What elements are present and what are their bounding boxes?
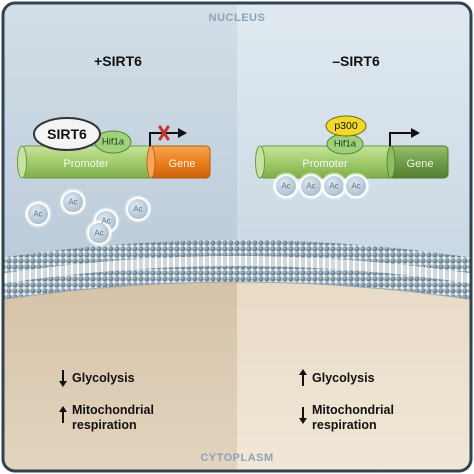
ac-label: Ac: [33, 209, 43, 219]
ac-label: Ac: [351, 181, 361, 191]
membrane-tails: [3, 256, 471, 284]
left-hif1a-label: Hif1a: [101, 136, 125, 148]
ac-label: Ac: [281, 181, 291, 191]
ac-label: Ac: [94, 228, 104, 238]
p300-oval: [325, 115, 367, 137]
right-gene-joint: [386, 145, 396, 179]
left-respiration-label: respiration: [72, 418, 137, 432]
left-glycolysis-label: Glycolysis: [72, 371, 135, 385]
ac-label: Ac: [68, 197, 78, 207]
left-gene-label: Gene: [168, 158, 196, 170]
left-glycolysis-down-arrow: [59, 370, 67, 387]
membrane-outer-heads: [3, 240, 471, 274]
membrane-inner-heads: [3, 266, 471, 300]
left-condition-title: +SIRT6: [94, 53, 142, 69]
block-x-icon: [158, 125, 170, 141]
right-tss-arrowhead: [411, 128, 420, 138]
left-dna-end: [17, 145, 27, 179]
right-gene-label: Gene: [406, 158, 434, 170]
right-hif1a-label: Hif1a: [333, 138, 357, 150]
right-condition-title: –SIRT6: [332, 53, 380, 69]
cytoplasm-label: CYTOPLASM: [200, 452, 274, 464]
ac-label: Ac: [101, 216, 111, 226]
left-tss-arrowhead: [178, 128, 187, 138]
left-ac-group: [24, 188, 152, 247]
sirt6-oval: [33, 117, 101, 151]
right-respiration-down-arrow: [299, 407, 307, 424]
p300-label: p300: [334, 120, 358, 132]
nucleus-label: NUCLEUS: [208, 12, 266, 24]
left-respiration-up-arrow: [59, 406, 67, 423]
left-mitochondrial-label: Mitochondrial: [72, 403, 154, 417]
left-dna: [17, 117, 211, 179]
right-glycolysis-label: Glycolysis: [312, 371, 375, 385]
right-mitochondrial-label: Mitochondrial: [312, 403, 394, 417]
cytoplasm-right-panel: [237, 279, 471, 471]
right-promoter-label: Promoter: [302, 158, 348, 170]
left-tss-arrow: [149, 132, 178, 146]
ac-label: Ac: [329, 181, 339, 191]
right-dna-end: [255, 145, 265, 179]
ac-label: Ac: [133, 204, 143, 214]
right-ac-group: [272, 172, 370, 200]
right-tss-arrow: [389, 132, 411, 146]
sirt6-label: SIRT6: [47, 126, 87, 142]
right-glycolysis-up-arrow: [299, 369, 307, 386]
ac-label: Ac: [306, 181, 316, 191]
right-respiration-label: respiration: [312, 418, 377, 432]
left-gene-joint: [146, 145, 156, 179]
right-dna: [255, 115, 449, 179]
left-promoter-label: Promoter: [63, 158, 109, 170]
membrane-edge: [3, 281, 471, 301]
